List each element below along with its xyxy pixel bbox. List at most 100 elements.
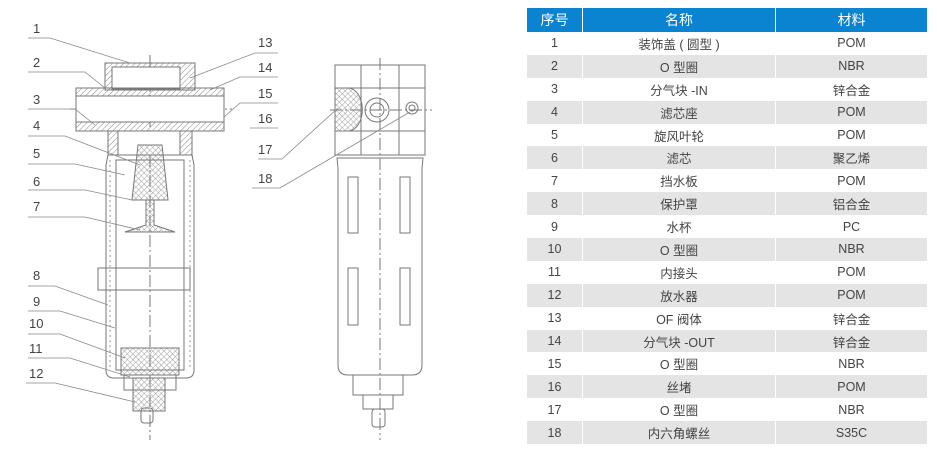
part-name: 滤芯座: [582, 100, 776, 124]
part-number: 14: [527, 329, 583, 353]
part-number: 16: [527, 375, 583, 399]
part-material: POM: [837, 128, 866, 142]
part-number: 3: [527, 77, 583, 101]
callout-18: 18: [258, 171, 272, 186]
part-material: PC: [842, 219, 861, 234]
part-material: POM: [775, 100, 927, 124]
section-view: [70, 55, 232, 440]
part-material: POM: [837, 173, 866, 188]
callout-8: 8: [33, 268, 40, 283]
callout-12: 12: [29, 366, 43, 381]
part-number: 5: [527, 123, 583, 147]
part-number: 6: [527, 146, 583, 170]
part-material: POM: [775, 375, 927, 399]
callout-7: 7: [33, 199, 40, 214]
callout-labels: 1 2 3 4 5 6 7 8 9 10 11 12 13 14 15 16 1…: [29, 21, 272, 381]
part-material: 锌合金: [775, 329, 927, 353]
part-material: NBR: [775, 54, 927, 78]
part-number: 8: [527, 192, 583, 216]
part-name: 分气块 -OUT: [582, 329, 776, 353]
part-number: 11: [527, 260, 583, 284]
part-number: 2: [527, 54, 583, 78]
callout-17: 17: [258, 142, 272, 157]
callout-11: 11: [29, 341, 43, 356]
callout-2: 2: [33, 55, 40, 70]
part-number: 12: [527, 283, 583, 307]
callout-13: 13: [258, 35, 272, 50]
table-header-row: 序号 名称 材料: [527, 8, 927, 32]
part-material: 聚乙烯: [775, 146, 927, 170]
part-name: 水杯: [582, 215, 776, 239]
part-name: O 型圈: [582, 54, 776, 78]
callout-15: 15: [258, 86, 272, 101]
part-material: S35C: [775, 421, 927, 445]
part-material: 锌合金: [832, 312, 871, 327]
part-material: POM: [837, 265, 866, 280]
part-material: NBR: [838, 356, 865, 371]
header-number: 序号: [527, 8, 583, 32]
part-material: NBR: [838, 402, 865, 417]
part-number: 9: [527, 215, 583, 239]
callout-10: 10: [29, 316, 43, 331]
part-number: 1: [527, 32, 583, 55]
callout-16: 16: [258, 111, 272, 126]
callout-6: 6: [33, 174, 40, 189]
part-name: 保护罩: [582, 192, 776, 216]
part-name: O 型圈: [582, 238, 776, 261]
part-number: 17: [527, 398, 583, 422]
part-name: 分气块 -IN: [582, 77, 776, 101]
part-material: 铝合金: [775, 192, 927, 216]
part-material: POM: [775, 283, 927, 307]
callout-1: 1: [33, 21, 40, 36]
part-name: O 型圈: [582, 398, 776, 422]
part-number: 13: [527, 306, 583, 330]
part-name: 内接头: [582, 260, 776, 284]
part-material: 锌合金: [832, 83, 871, 98]
part-material: POM: [837, 36, 866, 51]
callout-5: 5: [33, 146, 40, 161]
filter-cross-section-drawing: 1 2 3 4 5 6 7 8 9 10 11 12 13 14 15 16 1…: [26, 21, 432, 440]
part-number: 18: [527, 421, 583, 445]
part-name: 滤芯: [582, 146, 776, 170]
part-name: 旋风叶轮: [582, 123, 776, 147]
exterior-view: [330, 58, 432, 440]
part-number: 4: [527, 100, 583, 124]
header-material: 材料: [775, 8, 927, 32]
part-number: 10: [527, 238, 583, 261]
part-material: NBR: [775, 238, 927, 261]
part-name: O 型圈: [582, 352, 776, 376]
part-number: 15: [527, 352, 583, 376]
part-name: 放水器: [582, 283, 776, 307]
callout-3: 3: [33, 92, 40, 107]
part-name: 挡水板: [582, 169, 776, 193]
leader-lines: [26, 37, 411, 403]
part-name: OF 阀体: [582, 306, 776, 330]
callout-9: 9: [33, 294, 40, 309]
part-name: 装饰盖 ( 圆型 ): [582, 32, 776, 55]
part-name: 丝堵: [582, 375, 776, 399]
part-number: 7: [527, 169, 583, 193]
callout-14: 14: [258, 60, 272, 75]
part-name: 内六角螺丝: [582, 421, 776, 445]
header-name: 名称: [582, 8, 776, 32]
